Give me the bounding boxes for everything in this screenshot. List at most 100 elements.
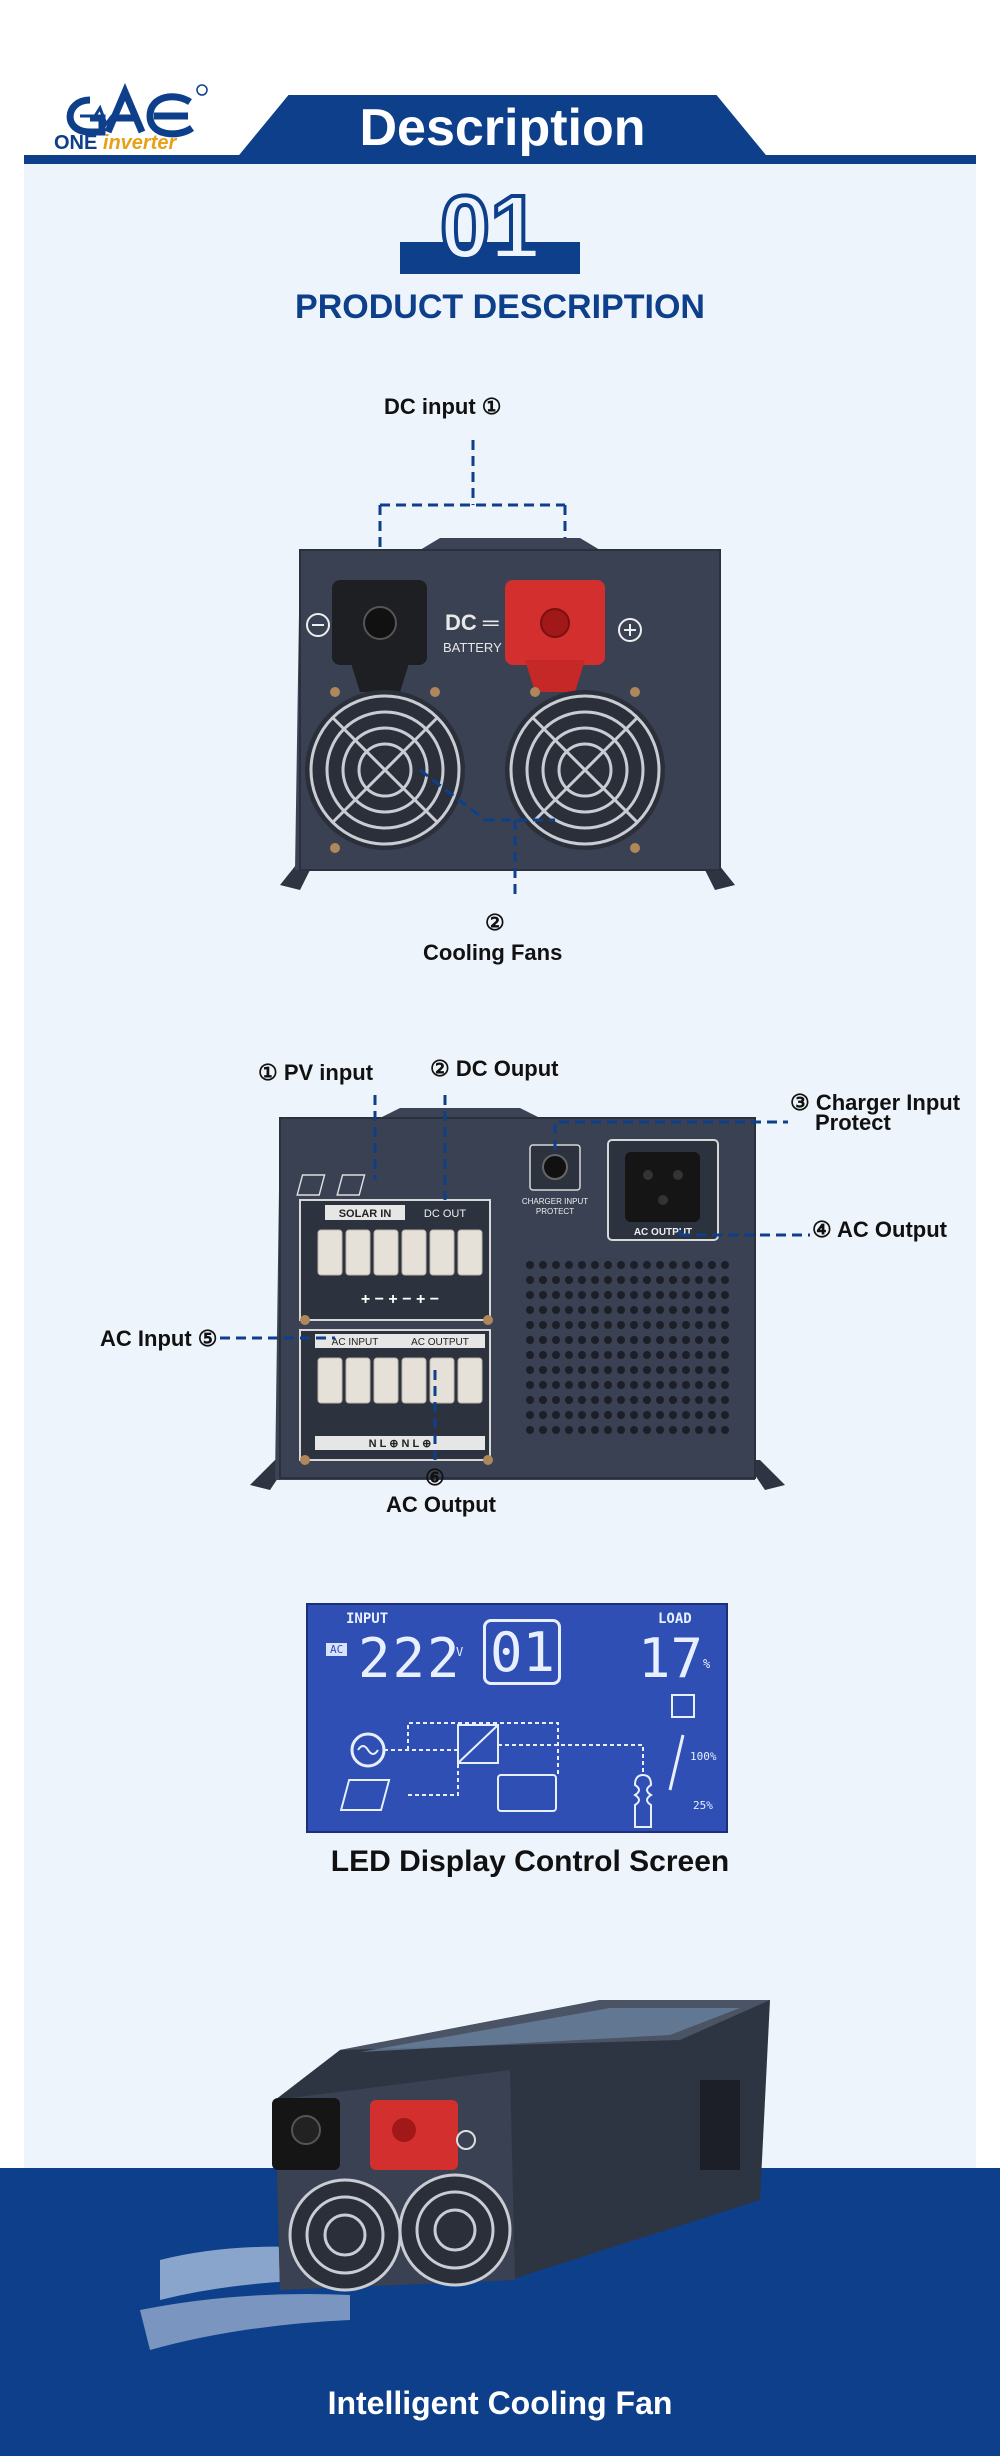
vent-hole: [552, 1321, 560, 1329]
vent-hole: [552, 1381, 560, 1389]
bottom-caption: Intelligent Cooling Fan: [327, 2385, 673, 2421]
vent-hole: [578, 1261, 586, 1269]
vent-hole: [604, 1381, 612, 1389]
brand-logo: [66, 83, 208, 138]
vent-hole: [591, 1366, 599, 1374]
vent-hole: [539, 1321, 547, 1329]
vent-hole: [682, 1261, 690, 1269]
vent-hole: [695, 1336, 703, 1344]
vent-hole: [617, 1366, 625, 1374]
charger-input-label-line2: Protect: [815, 1110, 891, 1135]
vent-hole: [591, 1321, 599, 1329]
dc-input-label: DC input ①: [384, 394, 502, 419]
vent-hole: [721, 1381, 729, 1389]
lcd-bar-100: 100%: [690, 1750, 717, 1763]
vent-hole: [656, 1351, 664, 1359]
vent-hole: [669, 1381, 677, 1389]
vent-hole: [708, 1411, 716, 1419]
panel-label-pletters: N L ⊕ N L ⊕: [369, 1438, 432, 1450]
vent-hole: [643, 1261, 651, 1269]
vent-hole: [539, 1411, 547, 1419]
vent-hole: [565, 1261, 573, 1269]
vent-hole: [578, 1426, 586, 1434]
vent-hole: [669, 1261, 677, 1269]
vent-hole: [526, 1396, 534, 1404]
vent-hole: [617, 1336, 625, 1344]
vent-hole: [565, 1426, 573, 1434]
vent-hole: [630, 1321, 638, 1329]
vent-hole: [591, 1411, 599, 1419]
vent-hole: [604, 1426, 612, 1434]
vent-hole: [591, 1381, 599, 1389]
vent-hole: [630, 1306, 638, 1314]
vent-hole: [669, 1291, 677, 1299]
vent-hole: [643, 1411, 651, 1419]
header-tab: [235, 95, 770, 160]
vent-hole: [578, 1276, 586, 1284]
vent-hole: [669, 1351, 677, 1359]
vent-hole: [617, 1426, 625, 1434]
vent-hole: [578, 1306, 586, 1314]
vent-hole: [565, 1381, 573, 1389]
vent-hole: [591, 1276, 599, 1284]
vent-hole: [565, 1411, 573, 1419]
lcd-load-label: LOAD: [658, 1611, 692, 1627]
vent-hole: [682, 1336, 690, 1344]
vent-hole: [669, 1336, 677, 1344]
solar-panel-icon: [339, 1779, 391, 1811]
panel-label-pacout: AC OUTPUT: [411, 1337, 469, 1348]
vent-hole: [552, 1396, 560, 1404]
lcd-bar-25: 25%: [693, 1799, 713, 1812]
vent-hole: [617, 1306, 625, 1314]
panel-label-psolar: SOLAR IN: [339, 1208, 392, 1220]
vent-hole: [552, 1426, 560, 1434]
lcd-mode: 01: [490, 1621, 556, 1684]
vent-hole: [656, 1276, 664, 1284]
vent-hole: [617, 1411, 625, 1419]
vent-hole: [669, 1321, 677, 1329]
vent-hole: [643, 1426, 651, 1434]
lcd-load-unit: %: [703, 1657, 711, 1671]
vent-hole: [604, 1366, 612, 1374]
vent-hole: [695, 1291, 703, 1299]
panel-label-paneldc: DC ═: [445, 610, 499, 635]
vent-hole: [708, 1351, 716, 1359]
vent-hole: [539, 1336, 547, 1344]
lcd-input-label: INPUT: [346, 1611, 389, 1627]
vent-hole: [721, 1261, 729, 1269]
panel-label-psigns: + − + − + −: [361, 1291, 439, 1308]
panel-label-pchg2: PROTECT: [536, 1207, 574, 1216]
vent-hole: [708, 1261, 716, 1269]
front-inverter-illustration: DC ═ BATTERY: [280, 440, 735, 900]
vent-hole: [721, 1411, 729, 1419]
cooling-fans-number: ②: [485, 910, 505, 935]
vent-hole: [682, 1366, 690, 1374]
lcd-caption: LED Display Control Screen: [330, 1845, 730, 1878]
vent-hole: [695, 1426, 703, 1434]
vent-hole: [565, 1321, 573, 1329]
vent-hole: [630, 1426, 638, 1434]
vent-hole: [656, 1336, 664, 1344]
vent-hole: [643, 1306, 651, 1314]
vent-hole: [565, 1276, 573, 1284]
vent-hole: [578, 1291, 586, 1299]
vent-hole: [539, 1261, 547, 1269]
vent-hole: [643, 1396, 651, 1404]
vent-hole: [669, 1396, 677, 1404]
vent-hole: [539, 1351, 547, 1359]
vent-hole: [526, 1276, 534, 1284]
vent-hole: [721, 1291, 729, 1299]
charger-input-label: ③ Charger Input: [790, 1090, 961, 1115]
ac-input-label: AC Input ⑤: [100, 1326, 218, 1351]
vent-hole: [669, 1426, 677, 1434]
vent-hole: [526, 1291, 534, 1299]
vent-hole: [682, 1306, 690, 1314]
lcd-flow-diagram: [339, 1694, 695, 1828]
vent-hole: [604, 1351, 612, 1359]
vent-hole: [708, 1336, 716, 1344]
vent-hole: [526, 1321, 534, 1329]
vent-hole: [682, 1351, 690, 1359]
vent-hole: [682, 1381, 690, 1389]
dc-output-label: ② DC Ouput: [430, 1056, 559, 1081]
